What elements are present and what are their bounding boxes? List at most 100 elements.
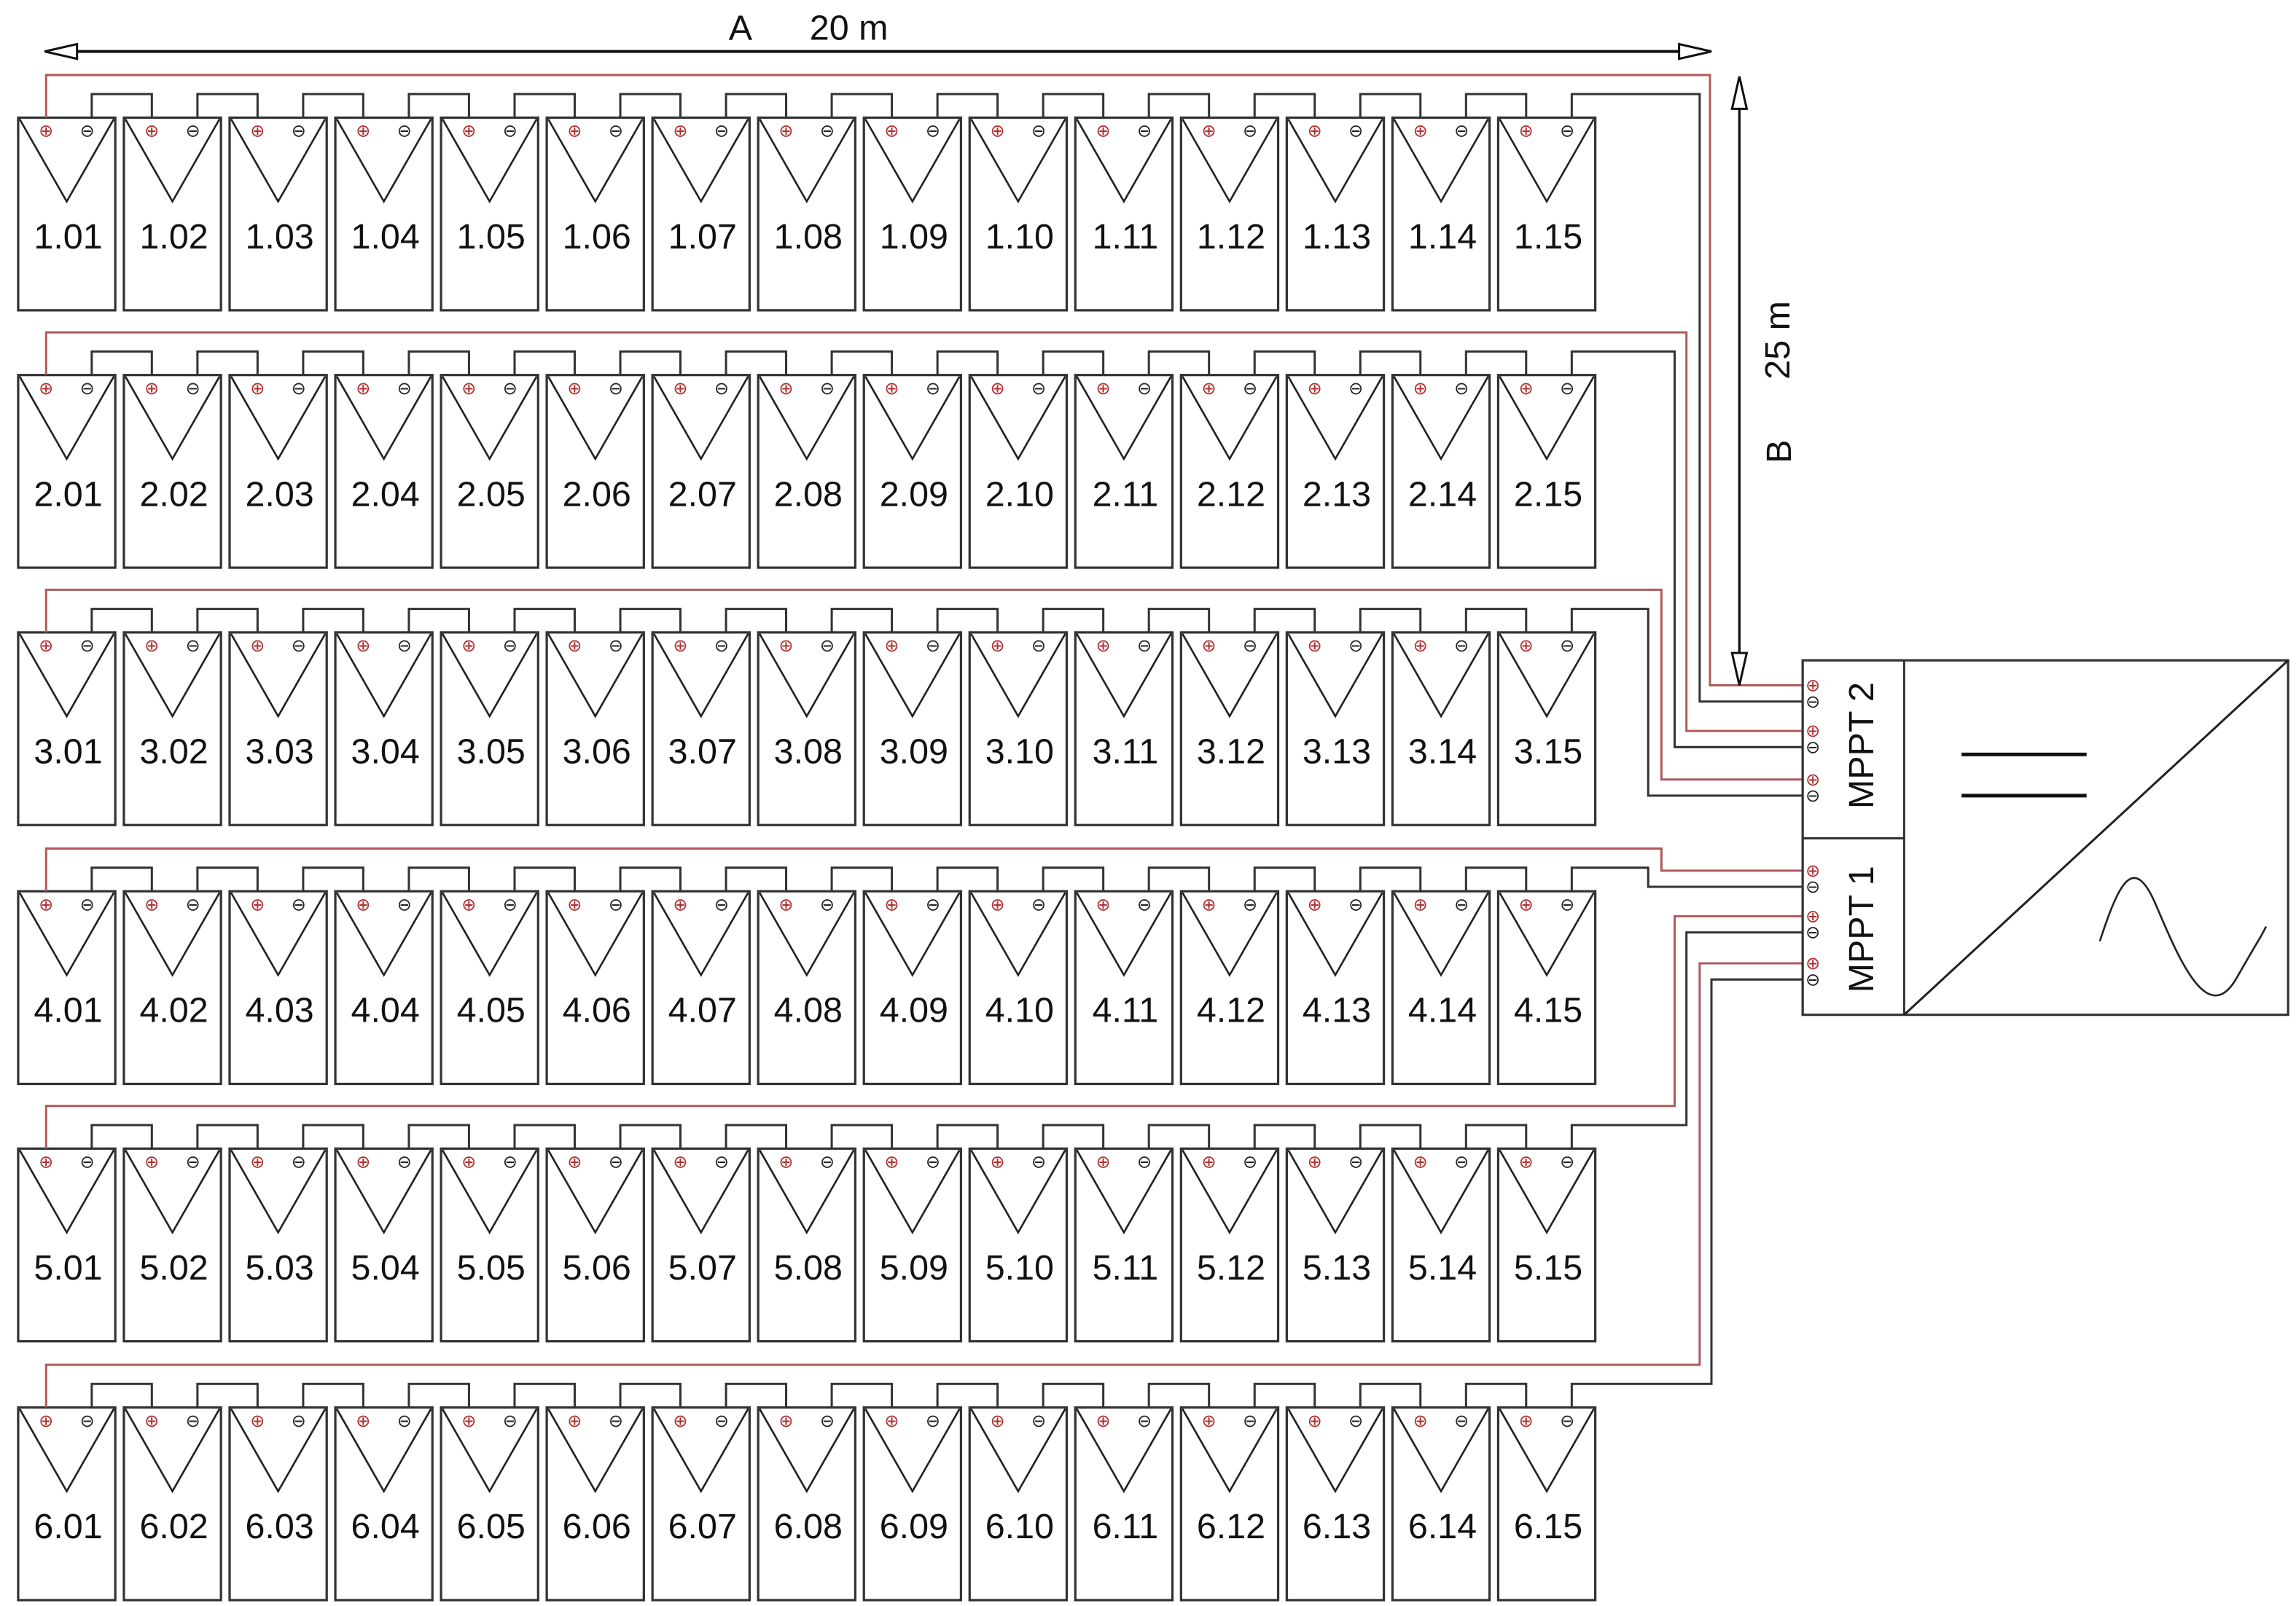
series-link-wire: [1253, 866, 1316, 892]
minus-terminal-icon: ⊖: [186, 379, 200, 399]
inverter-plus-terminal-icon: ⊕: [1805, 954, 1820, 974]
pv-panel: ⊕⊖6.07: [651, 1406, 751, 1602]
junction-triangle: [18, 892, 115, 977]
panel-label: 3.09: [880, 732, 948, 772]
plus-terminal-icon: ⊕: [884, 379, 899, 399]
junction-triangle: [1393, 892, 1489, 977]
pv-panel: ⊕⊖6.06: [545, 1406, 645, 1602]
panel-label: 2.14: [1408, 474, 1477, 514]
dc-symbol-icon: [1961, 752, 2087, 798]
minus-terminal-icon: ⊖: [186, 636, 200, 656]
panel-label: 6.12: [1197, 1507, 1265, 1546]
junction-triangle: [124, 1408, 221, 1494]
panel-label: 4.02: [139, 991, 208, 1030]
panel-label: 5.07: [668, 1248, 737, 1288]
plus-terminal-icon: ⊕: [39, 895, 53, 914]
junction-triangle: [1393, 376, 1489, 461]
panel-label: 5.02: [139, 1248, 208, 1288]
panel-label: 2.04: [351, 474, 420, 514]
minus-terminal-icon: ⊖: [186, 1411, 200, 1431]
minus-terminal-icon: ⊖: [1243, 379, 1257, 399]
pv-panel: ⊕⊖2.13: [1285, 374, 1386, 569]
pv-panel: ⊕⊖5.03: [228, 1147, 328, 1343]
series-link-wire: [1042, 608, 1105, 632]
plus-terminal-icon: ⊕: [567, 379, 582, 399]
panel-label: 3.03: [246, 732, 314, 772]
plus-terminal-icon: ⊕: [1202, 1153, 1217, 1172]
panel-label: 6.07: [668, 1507, 737, 1546]
plus-terminal-icon: ⊕: [1202, 122, 1217, 141]
minus-terminal-icon: ⊖: [1560, 636, 1574, 656]
minus-terminal-icon: ⊖: [820, 122, 835, 141]
series-link-wire: [1464, 866, 1528, 892]
panel-label: 6.03: [246, 1507, 314, 1546]
plus-terminal-icon: ⊕: [356, 1411, 370, 1431]
minus-terminal-icon: ⊖: [503, 379, 518, 399]
panel-label: 2.02: [139, 474, 208, 514]
plus-terminal-icon: ⊕: [1202, 379, 1217, 399]
minus-terminal-icon: ⊖: [80, 895, 95, 914]
junction-triangle: [1182, 892, 1278, 977]
plus-terminal-icon: ⊕: [1096, 379, 1111, 399]
series-link-wire: [830, 93, 894, 118]
pv-panel: ⊕⊖1.15: [1496, 116, 1597, 312]
junction-triangle: [1393, 633, 1489, 718]
plus-terminal-icon: ⊕: [250, 122, 265, 141]
pv-panel: ⊕⊖3.08: [757, 631, 857, 826]
panel-label: 2.01: [34, 474, 102, 514]
minus-terminal-icon: ⊖: [609, 379, 623, 399]
series-link-wire: [1253, 608, 1316, 632]
minus-terminal-icon: ⊖: [926, 379, 940, 399]
wiring: [44, 74, 1803, 1408]
junction-triangle: [335, 1149, 432, 1234]
panel-label: 4.06: [563, 991, 631, 1030]
minus-terminal-icon: ⊖: [292, 636, 306, 656]
pv-panel: ⊕⊖4.10: [968, 890, 1069, 1086]
minus-terminal-icon: ⊖: [292, 1153, 306, 1172]
junction-triangle: [547, 376, 644, 461]
panel-label: 4.01: [34, 991, 102, 1030]
plus-terminal-icon: ⊕: [1413, 122, 1428, 141]
pv-panel: ⊕⊖3.05: [440, 631, 539, 826]
pv-panel: ⊕⊖1.14: [1391, 116, 1491, 312]
plus-terminal-icon: ⊕: [39, 1153, 53, 1172]
panel-label: 4.10: [985, 991, 1054, 1030]
pv-panel: ⊕⊖4.12: [1179, 890, 1280, 1086]
plus-terminal-icon: ⊕: [778, 636, 793, 656]
plus-terminal-icon: ⊕: [1308, 379, 1322, 399]
plus-terminal-icon: ⊕: [884, 1153, 899, 1172]
series-link-wire: [302, 1124, 364, 1149]
junction-triangle: [18, 376, 115, 461]
panel-label: 4.14: [1408, 991, 1477, 1030]
pv-panel: ⊕⊖5.02: [122, 1147, 222, 1343]
panel-label: 1.09: [880, 217, 948, 256]
series-link-wire: [725, 866, 788, 892]
plus-terminal-icon: ⊕: [1096, 895, 1111, 914]
pv-panel: ⊕⊖5.13: [1285, 1147, 1386, 1343]
series-link-wire: [1359, 1124, 1422, 1149]
panel-label: 1.08: [774, 217, 843, 256]
series-link-wire: [936, 866, 999, 892]
minus-terminal-icon: ⊖: [1454, 1411, 1469, 1431]
plus-terminal-icon: ⊕: [673, 636, 687, 656]
pv-panel: ⊕⊖4.09: [862, 890, 963, 1086]
panel-label: 3.10: [985, 732, 1054, 772]
series-link-wire: [196, 93, 259, 118]
junction-triangle: [653, 1149, 749, 1234]
pv-panel: ⊕⊖4.04: [334, 890, 434, 1086]
minus-terminal-icon: ⊖: [1031, 1411, 1046, 1431]
minus-terminal-icon: ⊖: [292, 1411, 306, 1431]
minus-terminal-icon: ⊖: [1560, 122, 1574, 141]
minus-terminal-icon: ⊖: [1031, 122, 1046, 141]
series-link-wire: [513, 866, 576, 892]
panel-label: 6.11: [1093, 1507, 1159, 1546]
panel-label: 3.08: [774, 732, 843, 772]
series-link-wire: [619, 93, 682, 118]
series-link-wire: [830, 608, 894, 632]
junction-triangle: [1499, 1149, 1595, 1234]
series-link-wire: [725, 1382, 788, 1408]
pv-panel: ⊕⊖3.12: [1179, 631, 1280, 826]
plus-terminal-icon: ⊕: [990, 1153, 1004, 1172]
minus-terminal-icon: ⊖: [1137, 636, 1152, 656]
series-link-wire: [1147, 93, 1211, 118]
